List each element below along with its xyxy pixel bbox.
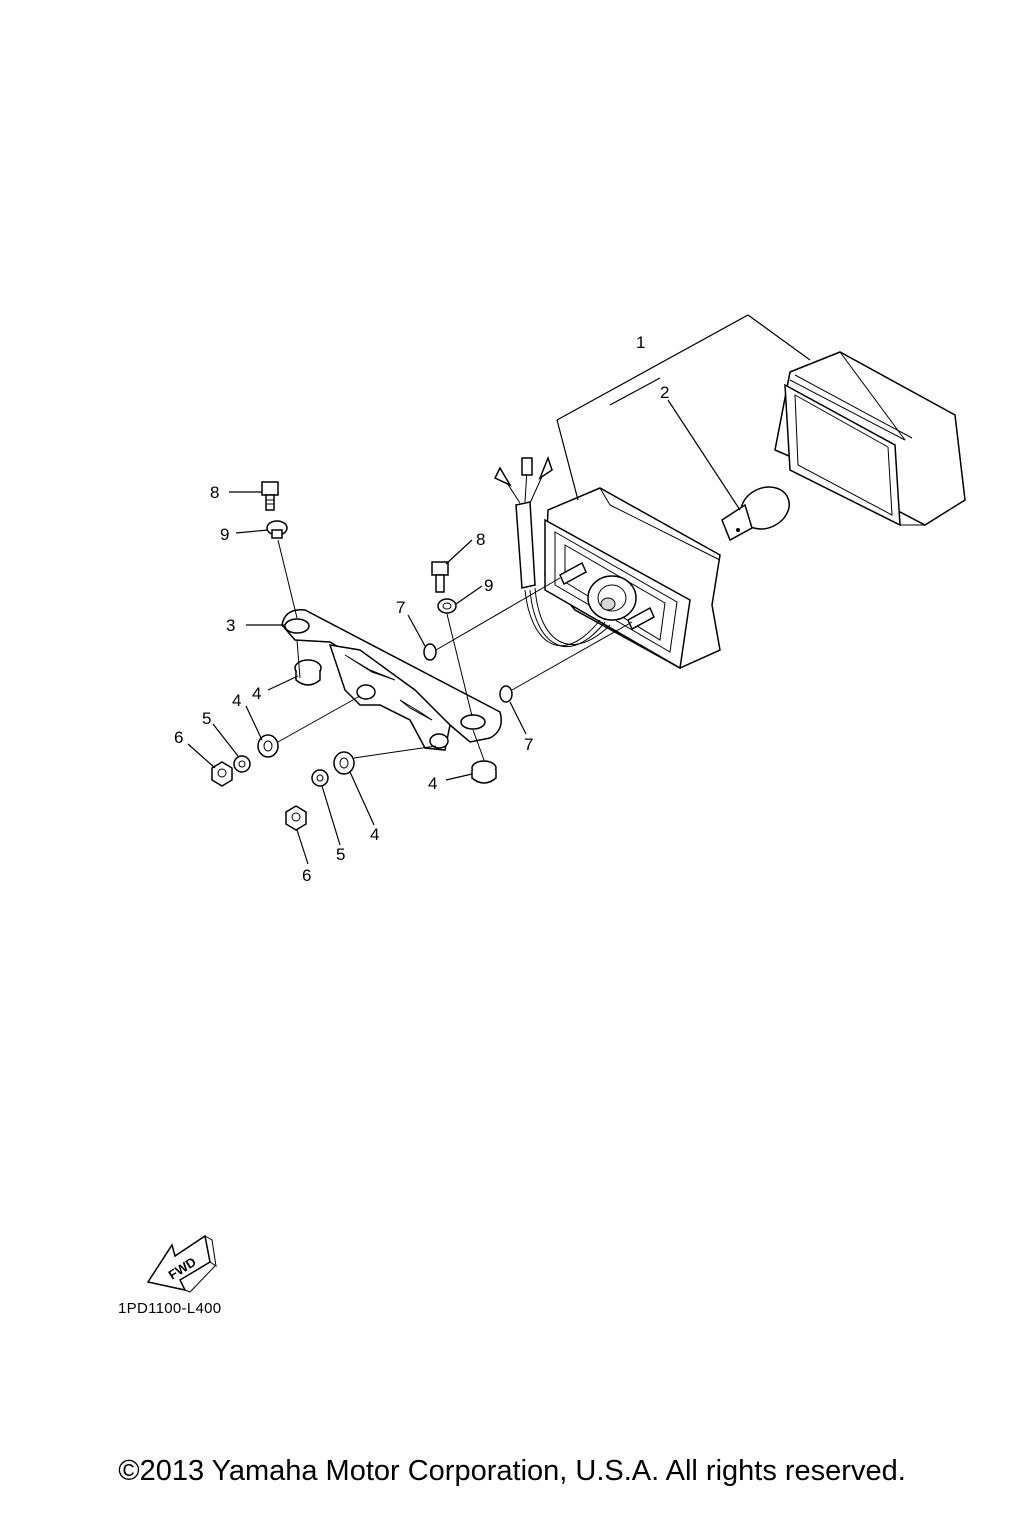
callout-7-bottom: 7 — [524, 735, 533, 754]
callout-4-left: 4 — [232, 691, 241, 710]
callout-3: 3 — [226, 616, 235, 635]
callout-7-top: 7 — [396, 598, 405, 617]
callout-4-top: 4 — [252, 684, 261, 703]
copyright-notice: ©2013 Yamaha Motor Corporation, U.S.A. A… — [118, 1455, 906, 1487]
drawing-code: 1PD1100-L400 — [118, 1300, 222, 1317]
leader-lines — [187, 314, 811, 865]
callout-6-bottom: 6 — [302, 866, 311, 885]
callout-4-right: 4 — [428, 774, 437, 793]
grommet-4-right — [471, 760, 497, 784]
callout-labels: 1 2 3 4 4 4 4 5 5 6 6 7 7 8 8 9 9 — [174, 333, 669, 885]
nut-6-left — [211, 761, 233, 787]
tail-light-lens — [774, 351, 966, 527]
callout-6-left: 6 — [174, 728, 183, 747]
callout-2: 2 — [660, 383, 669, 402]
callout-9-left: 9 — [220, 525, 229, 544]
callout-5-left: 5 — [202, 709, 211, 728]
washer-7-top — [423, 643, 437, 661]
washer-9-right — [437, 598, 457, 614]
callout-8-right: 8 — [476, 530, 485, 549]
bolt-8-right — [431, 561, 449, 593]
grommet-4-top — [294, 659, 322, 686]
washer-7-bottom — [499, 685, 513, 703]
bracket — [281, 609, 502, 751]
wire-harness — [493, 455, 611, 648]
washer-9-left — [266, 520, 288, 539]
callout-8-left: 8 — [210, 483, 219, 502]
callout-9-right: 9 — [484, 576, 493, 595]
callout-4-bottom: 4 — [370, 825, 379, 844]
bolt-8-left — [261, 481, 279, 511]
grommet-4-left — [257, 734, 279, 758]
assembly-lines — [277, 539, 633, 761]
bulb — [721, 486, 790, 542]
forward-arrow-icon: FWD — [146, 1234, 217, 1293]
tail-light-housing — [544, 487, 721, 670]
nut-6-bottom — [285, 805, 307, 831]
grommet-4-bottom — [333, 751, 355, 775]
callout-5-bottom: 5 — [336, 845, 345, 864]
callout-1: 1 — [636, 333, 645, 352]
collar-5-bottom — [311, 769, 329, 787]
collar-5-left — [233, 755, 251, 773]
